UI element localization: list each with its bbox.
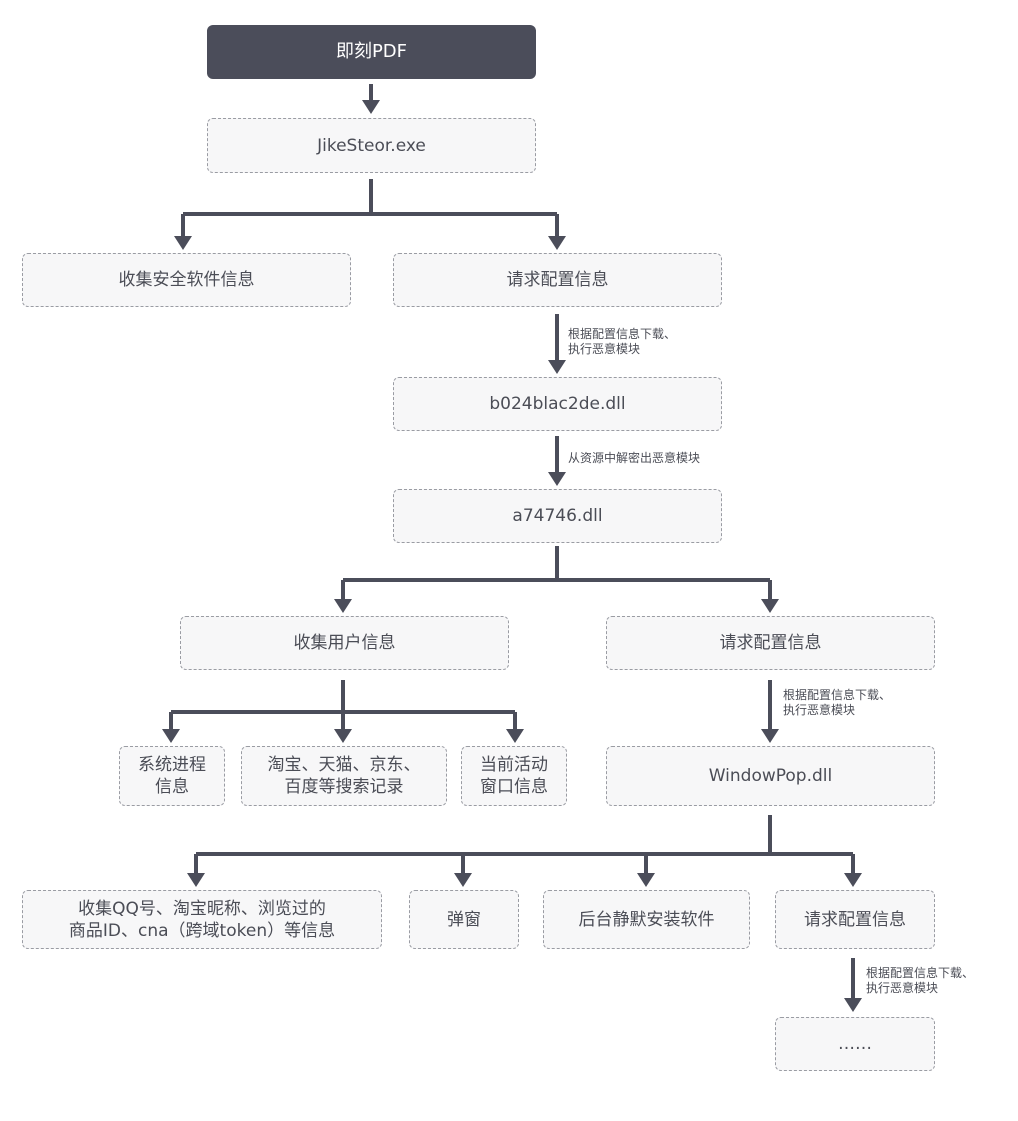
a74746-dll-node: a74746.dll bbox=[393, 489, 722, 543]
node-label: 请求配置信息 bbox=[506, 270, 609, 290]
arrowhead bbox=[844, 873, 862, 887]
active-window-node: 当前活动 窗口信息 bbox=[461, 746, 567, 806]
node-label: 弹窗 bbox=[447, 909, 481, 930]
edge-note-download-exec-2: 根据配置信息下载、 执行恶意模块 bbox=[783, 688, 892, 717]
collect-qq-node: 收集QQ号、淘宝昵称、浏览过的 商品ID、cna（跨域token）等信息 bbox=[22, 890, 382, 949]
arrowhead bbox=[334, 599, 352, 613]
node-label: 淘宝、天猫、京东、 百度等搜索记录 bbox=[267, 755, 421, 797]
node-label: 当前活动 窗口信息 bbox=[480, 755, 548, 797]
node-label: b024blac2de.dll bbox=[489, 394, 626, 414]
node-label: JikeSteor.exe bbox=[317, 135, 426, 156]
edge-note-download-exec-1: 根据配置信息下载、 执行恶意模块 bbox=[568, 327, 677, 356]
request-config-node-1: 请求配置信息 bbox=[393, 253, 722, 307]
arrowhead bbox=[548, 236, 566, 250]
silent-install-node: 后台静默安装软件 bbox=[543, 890, 750, 949]
node-label: 收集安全软件信息 bbox=[118, 270, 255, 290]
collect-user-node: 收集用户信息 bbox=[180, 616, 509, 670]
edge-note-decrypt-resource: 从资源中解密出恶意模块 bbox=[568, 451, 701, 465]
arrowhead bbox=[637, 873, 655, 887]
connector-collect-user-split bbox=[169, 680, 517, 733]
b024-dll-node: b024blac2de.dll bbox=[393, 377, 722, 431]
arrowhead bbox=[454, 873, 472, 887]
node-label: 收集用户信息 bbox=[293, 633, 396, 653]
request-config-node-2: 请求配置信息 bbox=[606, 616, 935, 670]
arrowhead bbox=[761, 729, 779, 743]
arrowhead bbox=[162, 729, 180, 743]
request-config-node-3: 请求配置信息 bbox=[775, 890, 935, 949]
node-label: 即刻PDF bbox=[335, 41, 408, 62]
node-label: 请求配置信息 bbox=[804, 909, 906, 930]
connector-windowpop-split bbox=[194, 815, 855, 877]
edge-note-download-exec-3: 根据配置信息下载、 执行恶意模块 bbox=[866, 966, 975, 995]
arrowhead bbox=[761, 599, 779, 613]
node-label: 请求配置信息 bbox=[719, 633, 822, 653]
node-label: 后台静默安装软件 bbox=[578, 909, 715, 930]
arrowhead bbox=[548, 472, 566, 486]
system-process-node: 系统进程 信息 bbox=[119, 746, 225, 806]
node-label: a74746.dll bbox=[512, 506, 603, 526]
arrowhead bbox=[548, 360, 566, 374]
node-label: WindowPop.dll bbox=[708, 766, 833, 786]
popup-node: 弹窗 bbox=[409, 890, 519, 949]
arrowhead bbox=[362, 100, 380, 114]
ellipsis-node: …… bbox=[775, 1017, 935, 1071]
arrowhead bbox=[506, 729, 524, 743]
connector-exe-split bbox=[181, 179, 559, 240]
root-node: 即刻PDF bbox=[207, 25, 536, 79]
collect-security-node: 收集安全软件信息 bbox=[22, 253, 351, 307]
windowpop-dll-node: WindowPop.dll bbox=[606, 746, 935, 806]
connector-a747-split bbox=[341, 546, 772, 603]
arrowhead bbox=[334, 729, 352, 743]
arrowhead bbox=[187, 873, 205, 887]
shopping-search-node: 淘宝、天猫、京东、 百度等搜索记录 bbox=[241, 746, 447, 806]
node-label: 系统进程 信息 bbox=[138, 755, 206, 797]
node-label: …… bbox=[838, 1034, 872, 1054]
arrowhead bbox=[844, 998, 862, 1012]
jikesteor-exe-node: JikeSteor.exe bbox=[207, 118, 536, 173]
arrowhead bbox=[174, 236, 192, 250]
node-label: 收集QQ号、淘宝昵称、浏览过的 商品ID、cna（跨域token）等信息 bbox=[68, 898, 336, 941]
